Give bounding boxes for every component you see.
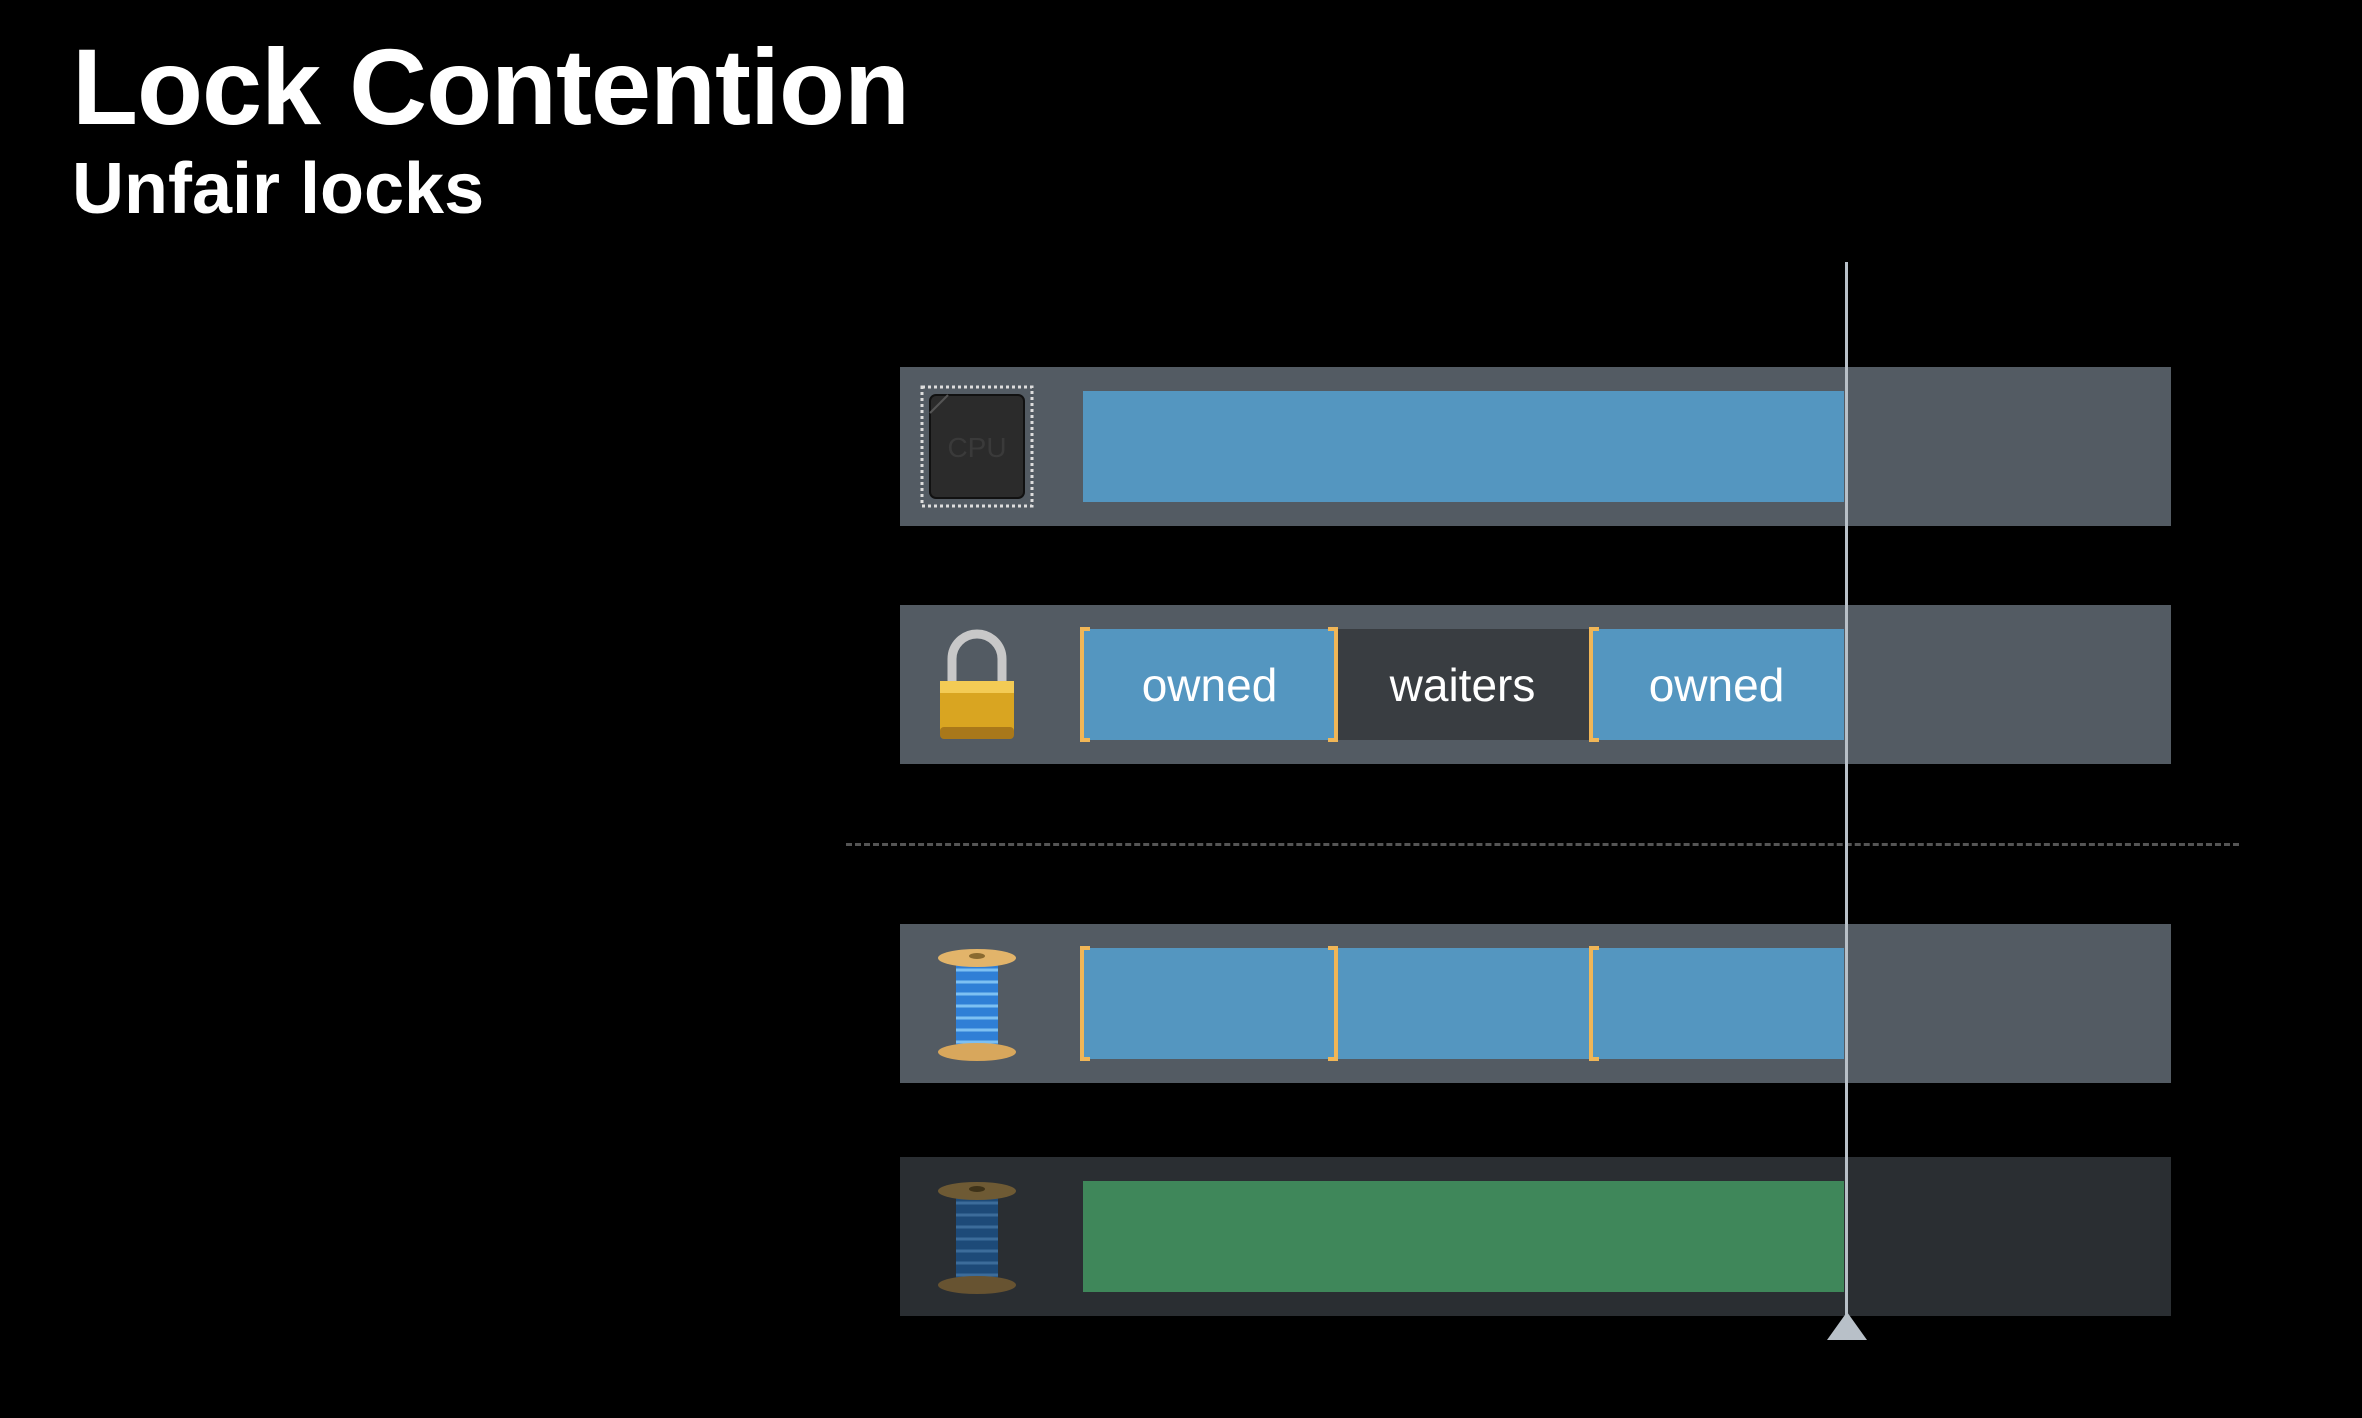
time-playhead-line bbox=[1845, 262, 1848, 1330]
thread-1-row bbox=[900, 924, 2171, 1083]
slide-title: Lock Contention bbox=[72, 26, 910, 147]
padlock-icon bbox=[918, 621, 1036, 748]
slide-subtitle: Unfair locks bbox=[72, 149, 485, 229]
thread-bracket-open-2 bbox=[1589, 946, 1599, 1061]
lock-row: owned waiters owned bbox=[900, 605, 2171, 764]
lock-bracket-close-1 bbox=[1328, 627, 1338, 742]
thread-2-row bbox=[900, 1157, 2171, 1316]
playhead-arrow-icon bbox=[1827, 1312, 1867, 1340]
lock-bracket-open-1 bbox=[1080, 627, 1090, 742]
cpu-row: CPU bbox=[900, 367, 2171, 526]
cpu-chip-label: CPU bbox=[947, 432, 1006, 463]
lock-segment-owned-1: owned bbox=[1083, 629, 1336, 740]
thread-bracket-open-1 bbox=[1080, 946, 1090, 1061]
lock-segment-owned-2: owned bbox=[1589, 629, 1844, 740]
thread-spool-dim-icon bbox=[918, 1173, 1036, 1300]
thread-2-bar bbox=[1083, 1181, 1844, 1292]
thread-bracket-close-1 bbox=[1328, 946, 1338, 1061]
lock-segment-waiters: waiters bbox=[1336, 629, 1589, 740]
cpu-busy-bar bbox=[1083, 391, 1844, 502]
thread-1-bar bbox=[1083, 948, 1844, 1059]
lock-bracket-open-2 bbox=[1589, 627, 1599, 742]
cpu-chip-icon: CPU bbox=[918, 383, 1036, 510]
section-divider bbox=[846, 843, 2239, 846]
thread-spool-icon bbox=[918, 940, 1036, 1067]
